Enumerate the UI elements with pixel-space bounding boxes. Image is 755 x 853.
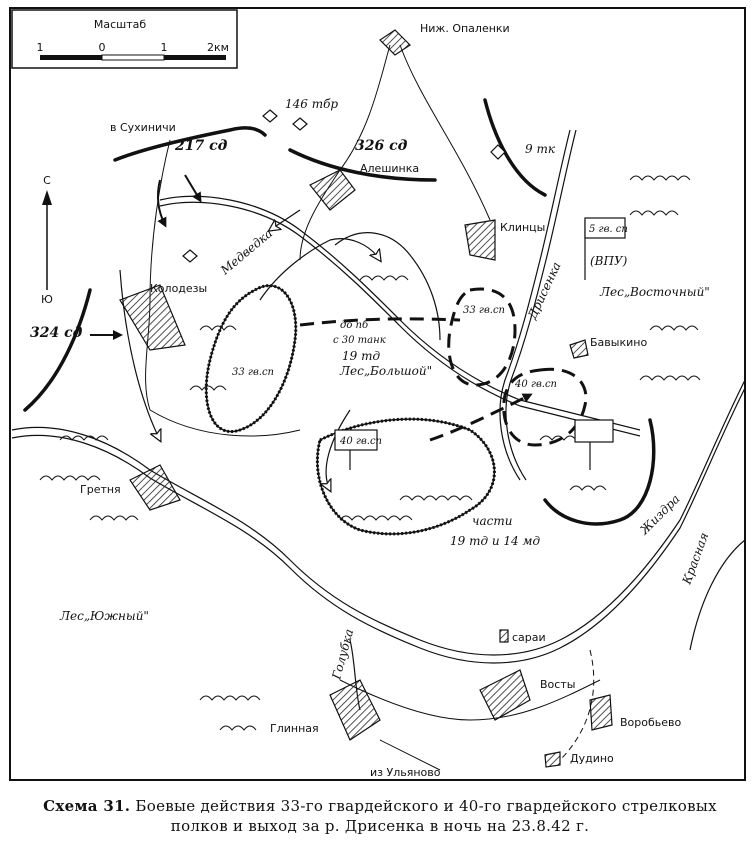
label-v-sukhinichi: в Сухиничи: [110, 121, 176, 134]
label-324sd: 324 сд: [30, 325, 83, 341]
settlement-dudino: [544, 751, 561, 768]
compass-south: Ю: [41, 293, 53, 306]
settlement-sarai: [499, 629, 509, 643]
settlement-glinnaya: [329, 679, 381, 741]
scale-tick: 1: [161, 41, 168, 54]
unit-markers: [182, 109, 506, 263]
label-kolodezy: Колодезы: [150, 282, 207, 295]
settlement-gretnya: [129, 464, 181, 511]
label-vpu: (ВПУ): [590, 254, 628, 268]
label-40gvsp-east: 40 гв.сп: [514, 379, 557, 390]
unit-flags: [334, 217, 626, 470]
attack-arrows: [90, 174, 202, 340]
settlement-vorobyevo: [589, 694, 613, 731]
settlement-kolodezy: [119, 284, 186, 351]
label-146tbr: 146 тбр: [285, 97, 338, 111]
label-326sd: 326 сд: [355, 138, 408, 154]
label-forest-bolshoi: Лес„Большой": [339, 364, 432, 378]
flag-5gv: [584, 217, 626, 239]
label-iz-ulyanovo: из Ульяново: [370, 766, 441, 779]
label-33gvsp-west: 33 гв.сп: [232, 367, 274, 378]
settlement-aleshinka: [309, 169, 356, 211]
label-gretnya: Гретня: [80, 483, 121, 496]
perimeter-40-core: [316, 418, 496, 535]
scale-bar: Масштаб 1 0 1 2км: [11, 9, 238, 69]
label-forest-vostochny: Лес„Восточный": [599, 285, 710, 299]
scale-tick: 1: [37, 41, 44, 54]
scale-tick: 0: [99, 41, 106, 54]
label-vosty: Восты: [540, 678, 575, 691]
settlement-babykino: [569, 339, 589, 359]
scale-tick: 2км: [207, 41, 229, 54]
battle-map: Масштаб 1 0 1 2км С Ю: [9, 7, 746, 781]
label-babykino: Бавыкино: [590, 336, 647, 349]
scale-title: Масштаб: [94, 18, 146, 31]
label-glinnaya: Глинная: [270, 722, 319, 735]
label-klintsy: Клинцы: [500, 221, 545, 234]
label-forest-yuzhny: Лес„Южный": [59, 609, 149, 623]
label-33gvsp-east: 33 гв.сп: [463, 305, 505, 316]
label-5gvsp: 5 гв. сп: [589, 224, 628, 235]
label-217sd: 217 сд: [174, 138, 228, 154]
flag-40gv-west: [334, 429, 378, 451]
perimeter-33-west-core: [205, 284, 297, 433]
label-nizh-opalenki: Ниж. Опаленки: [420, 22, 510, 35]
label-pb-2: с 30 танк: [333, 335, 386, 346]
label-40gvsp-west: 40 гв.сп: [339, 436, 382, 447]
label-aleshinka: Алешинка: [360, 162, 419, 175]
label-sarai: сараи: [512, 631, 546, 644]
label-dudino: Дудино: [570, 752, 614, 765]
caption-text: Боевые действия 33-го гвардейского и 40-…: [135, 797, 717, 835]
settlement-nizh-opalenki: [379, 29, 411, 56]
map-frame: [9, 7, 746, 781]
flag-east: [574, 419, 614, 443]
breakout-lines: [299, 287, 588, 447]
compass: С Ю: [41, 174, 53, 306]
label-vorobyevo: Воробьево: [620, 716, 682, 729]
settlement-vosty: [479, 669, 531, 721]
settlement-klintsy: [464, 219, 496, 261]
forest-areas: [39, 175, 701, 731]
label-9tk: 9 тк: [525, 142, 556, 156]
label-19td: 19 тд: [342, 349, 380, 363]
map-caption: Схема 31. Боевые действия 33-го гвардейс…: [30, 796, 730, 836]
front-lines: [23, 98, 656, 526]
label-parts-2: 19 тд и 14 мд: [450, 534, 540, 548]
label-pb-1: до пб: [340, 320, 369, 331]
label-parts-1: части: [472, 514, 512, 528]
caption-label: Схема 31.: [43, 797, 131, 815]
settlements: [119, 29, 613, 768]
compass-north: С: [43, 174, 51, 187]
